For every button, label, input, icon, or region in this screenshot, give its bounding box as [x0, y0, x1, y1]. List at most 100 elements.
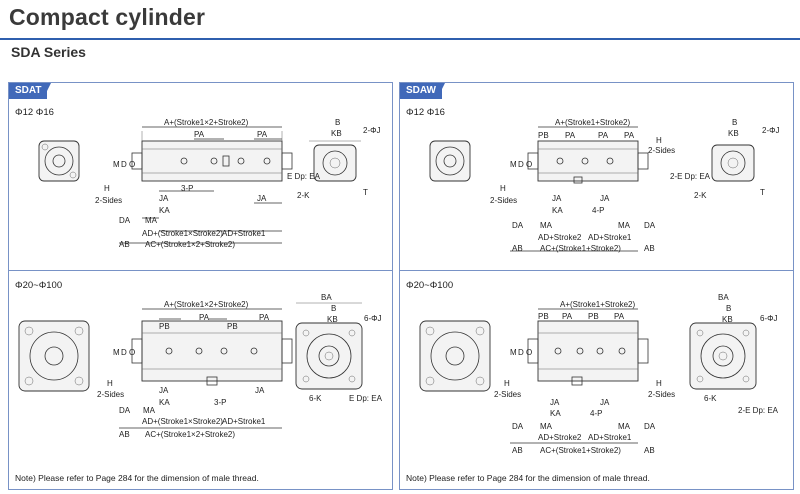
sdaw-top-end-view — [711, 144, 755, 182]
sdaw-bottom-side-view — [510, 308, 649, 444]
sdat-top-dim-k: 2-K — [297, 191, 310, 200]
sdaw-bottom-dim-ad1: AD+Stroke2 — [538, 433, 582, 442]
sdat-top-dim-b: B — [335, 118, 340, 127]
sdat-bottom-dim-o: O — [129, 348, 135, 357]
sdaw-top-dim-j: 2-ΦJ — [762, 126, 780, 135]
sdaw-bottom-dim-o: O — [526, 348, 532, 357]
sdat-top-dim-ad1: AD+(Stroke1×Stroke2) — [142, 229, 223, 238]
series-title: SDA Series — [11, 44, 86, 60]
sdat-bottom-end-view — [295, 302, 363, 390]
sdaw-top-side-view — [510, 126, 649, 252]
sdaw-top-dim-ad1: AD+Stroke2 — [538, 233, 582, 242]
sdaw-panel: SDAW Φ12 Φ16 Φ20~Φ100 Note) Please refer… — [399, 82, 794, 490]
sdaw-top-dim-b: B — [732, 118, 737, 127]
sdaw-bottom-dim-pb1: PB — [538, 312, 549, 321]
sdat-top-end-view — [309, 140, 361, 182]
sdaw-bottom-dim-ab: AB — [512, 446, 523, 455]
sdaw-bottom-dim-ka: KA — [550, 409, 561, 418]
sdat-bottom-dim-kb: KB — [327, 315, 338, 324]
sdat-drawing: A+(Stroke1×2+Stroke2) PA PA B KB 2-ΦJ M … — [18, 118, 383, 439]
sdaw-bottom-dim-sides: 2-Sides — [494, 390, 521, 399]
sdat-top-dim-len: A+(Stroke1×2+Stroke2) — [164, 118, 249, 127]
sdaw-bottom-dim-ja2: JA — [600, 398, 610, 407]
sdaw-top-dim-da2: DA — [644, 221, 656, 230]
sdat-bottom-dim-pa: PA — [199, 313, 210, 322]
sdat-top-dim-ka: KA — [159, 206, 170, 215]
sdat-top-dim-ja2: JA — [257, 194, 267, 203]
sdat-top-dim-ac: AC+(Stroke1×2+Stroke2) — [145, 240, 235, 249]
sdat-top-front-view — [38, 140, 80, 182]
sdaw-bottom-dim-pb2: PB — [588, 312, 599, 321]
sdaw-top-dim-t: T — [760, 188, 765, 197]
sdaw-top-dim-ac: AC+(Stroke1+Stroke2) — [540, 244, 621, 253]
sdaw-top-dim-ab: AB — [512, 244, 523, 253]
sdaw-top-dim-p: 4-P — [592, 206, 604, 215]
sdaw-top-dim-ad2: AD+Stroke1 — [588, 233, 632, 242]
sdat-top-size-label: Φ12 Φ16 — [15, 107, 54, 118]
sdat-bottom-dim-pa2: PA — [259, 313, 270, 322]
sdat-top-side-view — [119, 126, 293, 244]
sdaw-top-dim-ma: MA — [540, 221, 553, 230]
sdat-bottom-dim-b: B — [331, 304, 336, 313]
sdat-top-dim-ab: AB — [119, 240, 130, 249]
sdaw-bottom-dim-d: D — [518, 348, 524, 357]
sdat-top-dim-kb: KB — [331, 129, 342, 138]
sdaw-top-dim-pa1: PA — [565, 131, 576, 140]
sdaw-top-size-label: Φ12 Φ16 — [406, 107, 445, 118]
sdaw-top-dim-da: DA — [512, 221, 524, 230]
sdat-top-dim-t: T — [363, 188, 368, 197]
sdaw-bottom-dim-pa1: PA — [562, 312, 573, 321]
sdat-top-dim-ma: MA — [145, 216, 158, 225]
sdaw-bottom-dim-ac: AC+(Stroke1+Stroke2) — [540, 446, 621, 455]
sdat-bottom-front-view — [18, 320, 90, 392]
sdat-bottom-dim-pb2: PB — [227, 322, 238, 331]
sdat-bottom-dim-ac: AC+(Stroke1×2+Stroke2) — [145, 430, 235, 439]
sdaw-bottom-dim-ad2: AD+Stroke1 — [588, 433, 632, 442]
sdaw-tag-corner — [437, 83, 445, 99]
sdat-note: Note) Please refer to Page 284 for the d… — [15, 473, 259, 483]
sdaw-top-dim-ja: JA — [552, 194, 562, 203]
sdat-bottom-dim-m: M — [113, 348, 120, 357]
sdat-top-dim-ad2: AD+Stroke1 — [222, 229, 266, 238]
sdat-top-dim-da: DA — [119, 216, 131, 225]
sdaw-bottom-dim-sides2: 2-Sides — [648, 390, 675, 399]
sdat-top-dim-pa1: PA — [194, 130, 205, 139]
sdaw-bottom-dim-ma: MA — [540, 422, 553, 431]
sdaw-bottom-dim-kb: KB — [722, 315, 733, 324]
sdaw-bottom-dim-pa2: PA — [614, 312, 625, 321]
sdaw-top-dim-ka: KA — [552, 206, 563, 215]
sdaw-bottom-dim-edp: 2-E Dp: EA — [738, 406, 779, 415]
sdaw-drawing: A+(Stroke1+Stroke2) PB PA PA PA H 2-Side… — [419, 118, 780, 455]
sdaw-bottom-dim-da: DA — [512, 422, 524, 431]
sdaw-top-dim-pa3: PA — [624, 131, 635, 140]
sdat-top-dim-ja: JA — [159, 194, 169, 203]
sdaw-bottom-dim-ja: JA — [550, 398, 560, 407]
sdaw-top-front-view — [429, 140, 471, 182]
sdat-top-dim-h: H — [104, 184, 110, 193]
sdaw-bottom-dim-j: 6-ΦJ — [760, 314, 778, 323]
sdat-tag-corner — [43, 83, 51, 99]
sdaw-note: Note) Please refer to Page 284 for the d… — [406, 473, 650, 483]
sdaw-bottom-dim-ab2: AB — [644, 446, 655, 455]
sdaw-top-dim-o: O — [526, 160, 532, 169]
sdaw-bottom-front-view — [419, 320, 491, 392]
sdaw-bottom-dim-ba: BA — [718, 293, 729, 302]
sdaw-top-dim-k: 2-K — [694, 191, 707, 200]
sdat-bottom-dim-ba: BA — [321, 293, 332, 302]
sdat-top-dim-pa2: PA — [257, 130, 268, 139]
sdat-bottom-dim-ja2: JA — [255, 386, 265, 395]
sdat-bottom-side-view — [119, 308, 293, 429]
sdaw-tag: SDAW — [400, 83, 442, 99]
sdat-tag: SDAT — [9, 83, 48, 99]
sdaw-top-dim-len: A+(Stroke1+Stroke2) — [555, 118, 630, 127]
sdat-bottom-dim-ja: JA — [159, 386, 169, 395]
sdaw-top-dim-sides2: 2-Sides — [490, 196, 517, 205]
sdaw-top-dim-ma2: MA — [618, 221, 631, 230]
sdat-top-dim-sides: 2-Sides — [95, 196, 122, 205]
sdat-top-dim-d: D — [121, 160, 127, 169]
sdaw-bottom-dim-h: H — [504, 379, 510, 388]
sdat-top-dim-p: 3-P — [181, 184, 193, 193]
sdat-bottom-dim-j: 6-ΦJ — [364, 314, 382, 323]
sdaw-bottom-dim-k: 6-K — [704, 394, 717, 403]
sdaw-separator — [400, 270, 793, 271]
